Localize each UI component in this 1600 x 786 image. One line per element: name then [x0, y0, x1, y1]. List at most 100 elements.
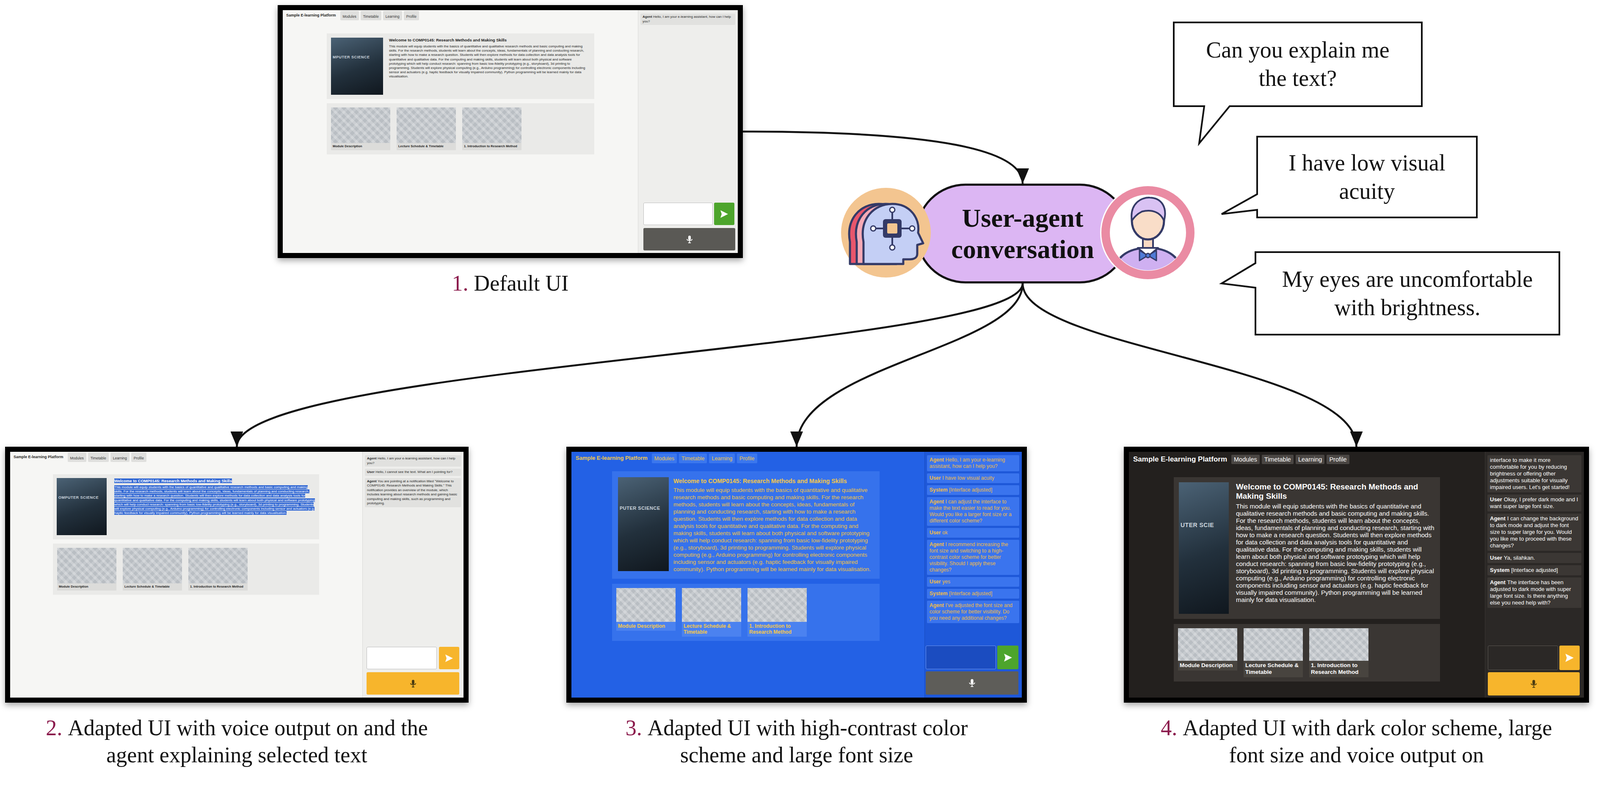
platform-title: Sample E-learning Platform — [286, 13, 337, 19]
circuit-lines — [875, 211, 911, 246]
nav-tab-label: Modules — [1233, 456, 1258, 464]
tile-label: 1. Introduction to Research Method — [463, 144, 518, 149]
caption-number: 2. — [45, 716, 63, 741]
avatar-hair — [1131, 197, 1165, 221]
chat-speaker: Agent — [1489, 515, 1506, 522]
tile-label-box: 1. Introduction to Research Method — [462, 143, 522, 151]
caption-text: Adapted UI with voice output on and the … — [67, 716, 428, 768]
circuit-node — [909, 226, 915, 232]
nav-tab-label: Modules — [342, 14, 357, 19]
card-heading: Welcome to COMP0145: Research Methods an… — [388, 37, 507, 43]
chat-message: UserHello, I cannot see the text. What a… — [364, 468, 461, 477]
chat-speaker: Agent — [366, 479, 377, 484]
module-tile: Lecture Schedule & Timetable — [396, 107, 456, 151]
send-arrow — [1565, 653, 1574, 663]
module-tile: Lecture Schedule & Timetable — [122, 548, 183, 591]
tile-thumbnail — [1177, 628, 1238, 662]
nav-tab: Modules — [67, 452, 87, 463]
nav-tab-label: Timetable — [363, 14, 379, 19]
chat-text: I have low visual acuity — [942, 475, 995, 482]
bubble-shape — [1173, 22, 1422, 107]
module-tile: 1. Introduction to Research Method — [1309, 628, 1369, 678]
chat-text: Hello, I am your e-learning assistant, h… — [366, 456, 456, 466]
chip — [882, 219, 902, 238]
nav-tab-label: Learning — [385, 14, 400, 19]
card-heading: Welcome to COMP0145: Research Methods an… — [114, 478, 232, 484]
figure-caption: 1.Default UI — [309, 270, 712, 298]
welcome-card: PUTER SCIENCEWelcome to COMP0145: Resear… — [612, 471, 880, 580]
image-text: UTER SCIE — [1180, 521, 1214, 529]
chat-text: [Interface adjusted] — [1511, 567, 1559, 574]
voice-button — [366, 672, 460, 696]
chat-message: System[Interface adjusted] — [926, 589, 1020, 599]
chat-speaker: Agent — [1489, 579, 1506, 586]
tile-label-box: Lecture Schedule & Timetable — [1243, 661, 1303, 678]
module-tile: Lecture Schedule & Timetable — [681, 588, 742, 638]
chat-text: Hello, I am your e-learning assistant, h… — [642, 14, 732, 24]
tile-thumbnail — [1243, 628, 1303, 662]
avatar-bowtie-knot — [1145, 253, 1151, 258]
nav-tab-label: Timetable — [1264, 456, 1292, 464]
bubble-outline — [1221, 252, 1560, 335]
card-body: This module will equip students with the… — [1235, 502, 1435, 604]
nav-tab-label: Profile — [406, 14, 417, 19]
caption-text: Adapted UI with dark color scheme, large… — [1182, 716, 1553, 768]
tile-label-box: 1. Introduction to Research Method — [1309, 661, 1369, 678]
voice-button — [925, 671, 1019, 696]
course-image: UTER SCIE — [1178, 482, 1229, 615]
chat-input — [643, 202, 713, 226]
chat-message: interface to make it more comfortable fo… — [1487, 455, 1582, 493]
send-arrow — [720, 210, 729, 218]
chat-text: Ya, silahkan. — [1503, 554, 1535, 562]
circuit-node — [870, 226, 876, 232]
nav-tab: Timetable — [88, 452, 109, 463]
module-tile: 1. Introduction to Research Method — [462, 107, 522, 151]
tile-label: Module Description — [332, 144, 363, 149]
chat-message: AgentThe interface has been adjusted to … — [1487, 577, 1582, 609]
send-arrow — [445, 654, 453, 663]
bubble-shape — [1255, 252, 1560, 335]
chat-input — [366, 647, 437, 670]
tile-label: Lecture Schedule & Timetable — [398, 144, 444, 149]
chat-message: System[Interface adjusted] — [1487, 565, 1582, 576]
mic-icon — [408, 678, 419, 690]
figure-caption: 2.Adapted UI with voice output on and th… — [35, 714, 439, 770]
course-image: PUTER SCIENCE — [617, 477, 669, 572]
bubble-text: I have low visual acuity — [1267, 148, 1467, 206]
mic-head — [411, 680, 415, 685]
tile-thumbnail — [616, 588, 676, 623]
pill-shape — [915, 183, 1130, 284]
chat-text: [Interface adjusted] — [948, 590, 993, 597]
bubble-outline — [1173, 22, 1422, 144]
module-tile: 1. Introduction to Research Method — [188, 548, 248, 591]
nav-tab: Learning — [110, 452, 130, 463]
nav-tab: Learning — [708, 453, 735, 464]
caption-number: 1. — [452, 271, 469, 296]
tile-label-box: Module Description — [1177, 661, 1238, 671]
bubble-text: My eyes are uncomfortable with brightnes… — [1269, 265, 1545, 323]
module-tile: Module Description — [616, 588, 676, 632]
module-tile: 1. Introduction to Research Method — [747, 588, 807, 638]
avatar-shoulders — [1112, 248, 1184, 282]
bubble-text: Can you explain me the text? — [1191, 35, 1404, 93]
avatar-figure — [1112, 197, 1184, 282]
chat-speaker: User — [929, 475, 941, 482]
nav-tab-label: Profile — [1329, 456, 1347, 464]
circuit-node — [889, 207, 895, 213]
mic-head — [970, 679, 974, 685]
send-button — [714, 202, 735, 226]
tile-label: Lecture Schedule & Timetable — [683, 623, 732, 636]
send-icon — [1564, 652, 1576, 664]
send-button — [997, 645, 1019, 670]
card-text-column: Welcome to COMP0145: Research Methods an… — [673, 477, 875, 574]
mic-icon — [684, 234, 695, 245]
chat-speaker: User — [1489, 496, 1503, 503]
mic-icon — [1528, 678, 1540, 690]
chat-input — [1487, 645, 1559, 671]
chat-speaker: System — [929, 590, 948, 597]
chat-message: System[Interface adjusted] — [926, 485, 1020, 496]
tile-label-box: 1. Introduction to Research Method — [747, 622, 807, 638]
avatar-bowtie — [1139, 250, 1157, 261]
